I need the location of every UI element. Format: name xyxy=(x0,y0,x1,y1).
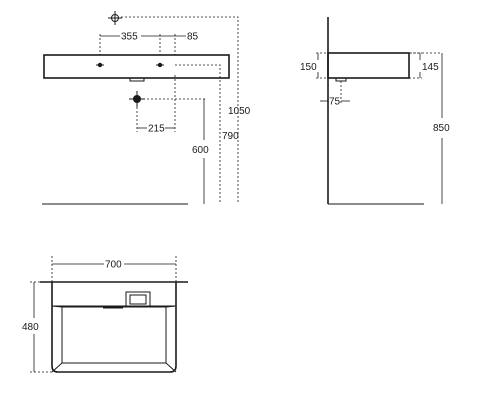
basin-bowl-top xyxy=(61,306,167,364)
dim-tap-offset-label: 85 xyxy=(187,32,199,43)
drain-spigot xyxy=(129,77,145,82)
dim-depth-right-label: 145 xyxy=(422,62,439,73)
drain-spigot-side xyxy=(335,77,347,82)
side-view: 850 150 145 75 xyxy=(300,17,450,205)
dim-depth-label: 480 xyxy=(22,322,39,333)
tap-deck-box xyxy=(125,291,151,307)
tap-symbol xyxy=(108,11,122,25)
dim-tap-spacing-label: 355 xyxy=(121,32,138,43)
basin-outline-top xyxy=(51,282,177,373)
dim-basin-height-label: 790 xyxy=(222,131,239,142)
dim-waste-height-label: 600 xyxy=(192,145,209,156)
dim-total-height-label: 850 xyxy=(433,123,450,134)
tap-hole-left xyxy=(96,62,104,68)
dim-drain-setback-label: 75 xyxy=(329,97,341,108)
dim-width-label: 700 xyxy=(105,260,122,271)
dim-depth-left-label: 150 xyxy=(300,62,317,73)
dim-tap-height-label: 1050 xyxy=(228,106,251,117)
tap-hole-right xyxy=(156,62,164,68)
tap-reference-line xyxy=(121,16,239,204)
dim-drain-offset-label: 215 xyxy=(148,124,165,135)
basin-front xyxy=(43,54,230,79)
basin-side xyxy=(327,52,410,79)
top-view: 700 480 xyxy=(22,256,188,373)
waste-symbol xyxy=(129,91,145,107)
front-view: 355 85 215 600 xyxy=(42,11,251,205)
